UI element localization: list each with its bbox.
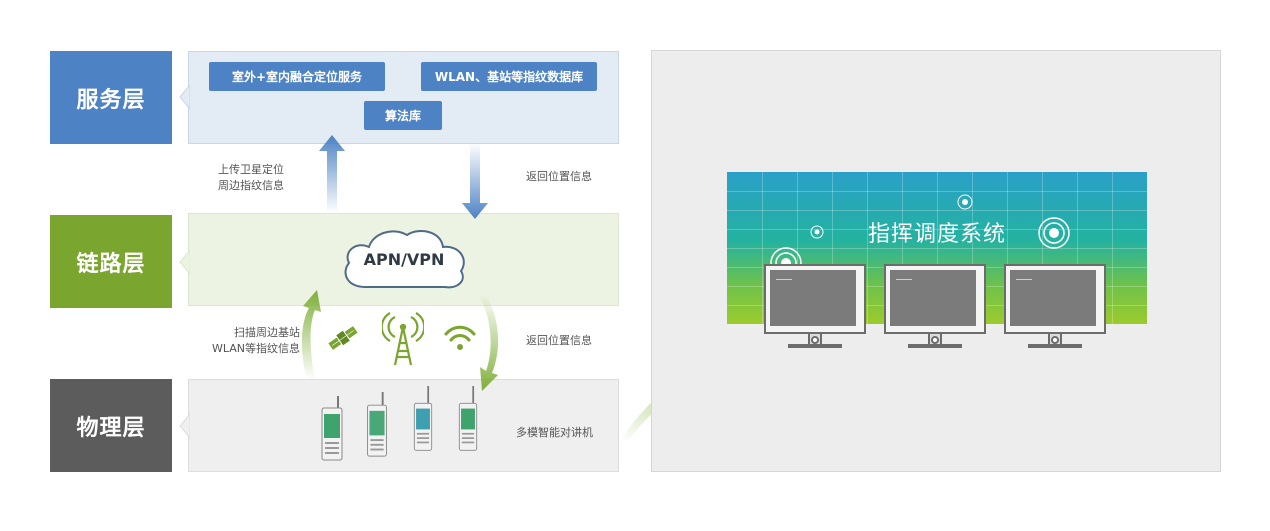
physical-layer-panel bbox=[188, 379, 619, 472]
return-caption-top: 返回位置信息 bbox=[526, 170, 592, 183]
device-caption: 多模智能对讲机 bbox=[516, 426, 593, 439]
walkie-talkie-icon bbox=[458, 386, 478, 451]
link-notch bbox=[179, 250, 190, 274]
cloud-icon bbox=[344, 230, 465, 289]
scan-arrow-icon bbox=[301, 290, 321, 380]
walkie-talkie-icon bbox=[321, 396, 343, 461]
upload-caption-line2: 周边指纹信息 bbox=[218, 179, 284, 192]
cloud-label: APN/VPN bbox=[363, 250, 445, 269]
system-title: 指挥调度系统 bbox=[867, 222, 1006, 247]
link-layer-label: 链路层 bbox=[50, 215, 172, 308]
scan-caption-line1: 扫描周边基站 bbox=[234, 326, 300, 339]
cell-tower-icon bbox=[382, 312, 424, 366]
upload-caption-line1: 上传卫星定位 bbox=[218, 163, 284, 176]
service-layer-label: 服务层 bbox=[50, 51, 172, 144]
wifi-icon bbox=[444, 325, 476, 350]
return-arrow-top-icon bbox=[462, 143, 488, 219]
monitor-icon bbox=[884, 264, 986, 352]
upload-caption: 上传卫星定位 周边指纹信息 bbox=[218, 162, 284, 194]
walkie-talkie-icon bbox=[413, 386, 433, 451]
scan-caption-line2: WLAN等指纹信息 bbox=[212, 342, 301, 355]
physical-notch bbox=[179, 414, 190, 438]
algorithm-box: 算法库 bbox=[364, 101, 442, 130]
monitor-icon bbox=[764, 264, 866, 352]
return-arrow-bottom-icon bbox=[478, 293, 499, 391]
upload-arrow-icon bbox=[319, 135, 345, 213]
service-notch bbox=[179, 85, 190, 109]
monitor-icon bbox=[1004, 264, 1106, 352]
fusion-service-box: 室外+室内融合定位服务 bbox=[209, 62, 385, 91]
signal-target-icon bbox=[1038, 217, 1070, 249]
signal-target-icon bbox=[810, 225, 824, 239]
return-caption-bottom: 返回位置信息 bbox=[526, 334, 592, 347]
satellite-icon bbox=[328, 326, 358, 350]
physical-layer-label: 物理层 bbox=[50, 379, 172, 472]
signal-target-icon bbox=[957, 194, 973, 210]
walkie-talkie-icon bbox=[367, 392, 387, 457]
scan-caption: 扫描周边基站 WLAN等指纹信息 bbox=[212, 325, 300, 357]
fingerprint-db-box: WLAN、基站等指纹数据库 bbox=[421, 62, 597, 91]
